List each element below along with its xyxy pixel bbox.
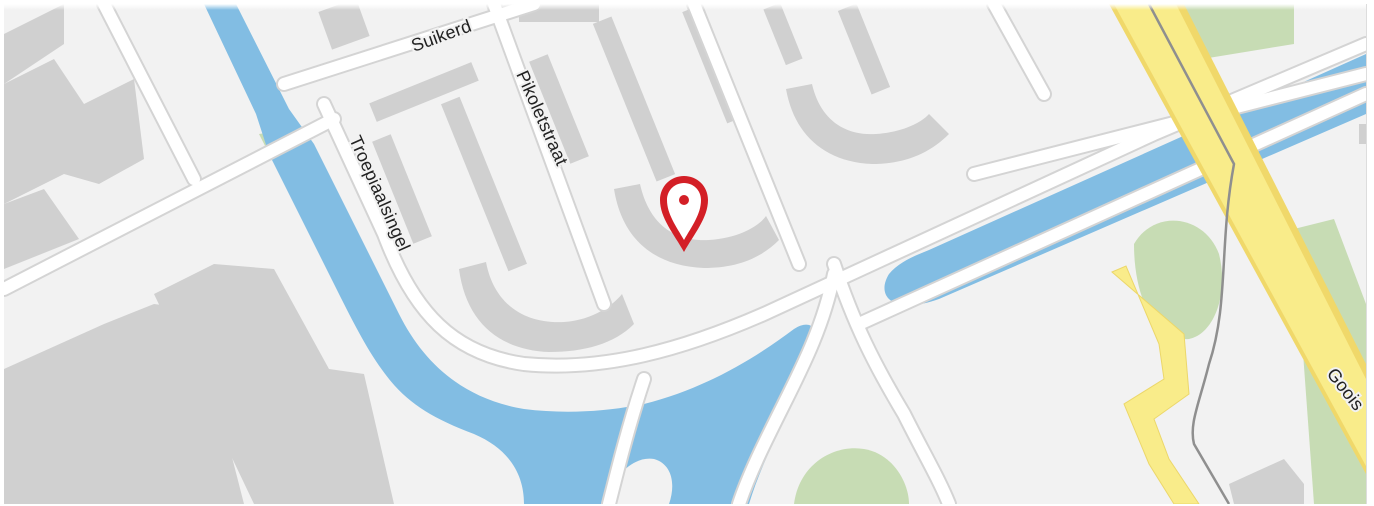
road-inner xyxy=(688,4,805,270)
building-block-6 xyxy=(763,4,803,66)
park-bottom xyxy=(794,448,909,504)
highway xyxy=(1109,4,1366,504)
map-view[interactable]: Suikerd Pikoletstraat Troepiaalsingel Go… xyxy=(4,4,1367,504)
building-tl-1 xyxy=(4,4,64,84)
canal-right xyxy=(884,54,1366,306)
building-bottom-right xyxy=(1229,459,1304,504)
highway-ramp xyxy=(1111,265,1200,504)
road-northwest xyxy=(98,4,200,185)
road-south-east xyxy=(828,258,955,504)
building-block-7 xyxy=(837,4,891,95)
building-top-1 xyxy=(318,4,370,50)
road-south xyxy=(733,268,840,504)
building-tl-2 xyxy=(4,59,144,204)
road-bridge xyxy=(603,373,650,504)
roads xyxy=(4,4,1366,504)
map-canvas[interactable]: Suikerd Pikoletstraat Troepiaalsingel Go… xyxy=(4,4,1366,504)
building-curve-2 xyxy=(614,184,779,268)
road-east-lower xyxy=(853,88,1366,330)
building-block-3 xyxy=(529,54,589,164)
road-north-east xyxy=(988,4,1050,100)
building-block-1 xyxy=(372,134,432,244)
building-row-1 xyxy=(369,62,479,122)
highway-casing xyxy=(1109,4,1366,474)
building-warehouse-right xyxy=(154,264,394,504)
railway xyxy=(1147,4,1236,504)
top-edge xyxy=(4,4,1366,10)
road-pikoletstraat xyxy=(488,4,610,310)
building-tl-3 xyxy=(4,189,79,269)
building-block-2 xyxy=(441,96,527,272)
highway-fill xyxy=(1114,4,1366,466)
map-pin-dot xyxy=(679,195,689,205)
buildings xyxy=(4,4,1366,504)
road-troepiaalsingel xyxy=(318,38,1366,372)
road-west xyxy=(4,113,340,295)
road-east xyxy=(968,68,1366,180)
building-curve-1 xyxy=(459,262,634,352)
location-marker[interactable] xyxy=(660,176,708,252)
building-curve-3 xyxy=(786,84,949,164)
building-block-4 xyxy=(592,16,676,182)
map-pin-inner xyxy=(667,183,701,240)
building-edge-right xyxy=(1359,124,1366,144)
road-suikerdreef xyxy=(278,4,540,90)
